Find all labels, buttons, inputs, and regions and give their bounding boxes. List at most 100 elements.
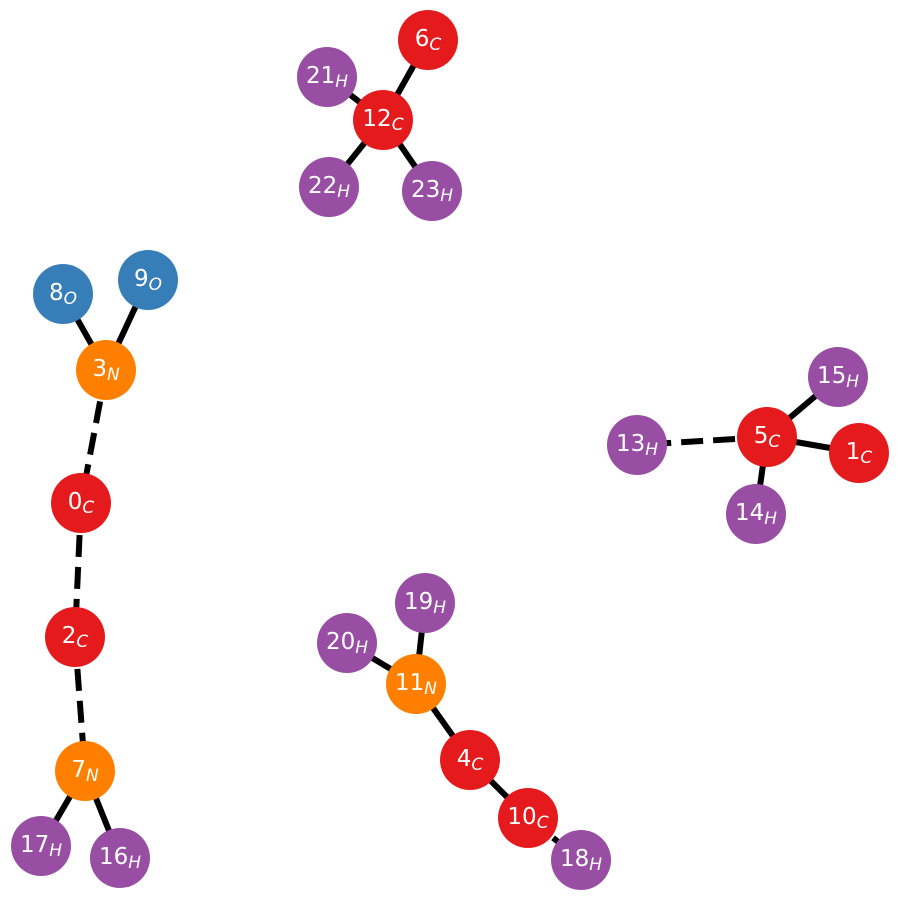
atom-circle-18 — [551, 830, 611, 890]
atom-circle-8 — [33, 264, 93, 324]
atom-label-20: 20H — [326, 629, 368, 658]
atom-node-23: 23H — [402, 161, 462, 221]
atom-number-13: 13 — [616, 431, 645, 457]
atom-circle-4 — [440, 730, 500, 790]
atom-label-2: 2C — [62, 623, 89, 652]
atom-label-13: 13H — [616, 431, 658, 460]
atom-number-20: 20 — [326, 629, 355, 655]
atom-number-19: 19 — [404, 589, 433, 615]
atom-element-12: C — [392, 115, 404, 135]
atom-number-17: 17 — [20, 832, 49, 858]
atom-element-20: H — [355, 638, 368, 658]
atom-element-1: C — [860, 448, 872, 468]
atom-number-1: 1 — [846, 439, 861, 465]
atom-element-23: H — [440, 186, 453, 206]
atom-circle-11 — [386, 654, 446, 714]
atom-element-11: N — [424, 679, 437, 699]
atom-node-15: 15H — [808, 347, 868, 407]
atom-number-4: 4 — [457, 746, 472, 772]
atom-circle-10 — [498, 788, 558, 848]
atom-label-11: 11N — [395, 670, 437, 699]
atom-circle-0 — [51, 473, 111, 533]
atom-label-5: 5C — [754, 423, 781, 452]
atom-element-9: O — [149, 275, 162, 295]
atom-node-13: 13H — [607, 415, 667, 475]
atom-node-20: 20H — [317, 613, 377, 673]
atom-node-4: 4C — [440, 730, 500, 790]
atom-number-2: 2 — [62, 623, 77, 649]
atom-node-17: 17H — [11, 816, 71, 876]
atom-label-14: 14H — [735, 500, 777, 529]
atom-circle-5 — [737, 407, 797, 467]
atoms-layer: 0C1C2C3N4C5C6C7N8O9O10C11N12C13H14H15H16… — [11, 10, 889, 890]
atom-circle-14 — [726, 484, 786, 544]
atom-circle-13 — [607, 415, 667, 475]
atom-element-19: H — [433, 598, 446, 618]
atom-node-8: 8O — [33, 264, 93, 324]
atom-number-8: 8 — [49, 280, 64, 306]
atom-element-13: H — [645, 440, 658, 460]
atom-circle-19 — [395, 573, 455, 633]
atom-number-14: 14 — [735, 500, 764, 526]
atom-node-2: 2C — [45, 607, 105, 667]
atom-number-6: 6 — [415, 26, 430, 52]
atom-label-1: 1C — [846, 439, 873, 468]
atom-number-22: 22 — [308, 173, 337, 199]
atom-node-5: 5C — [737, 407, 797, 467]
atom-element-22: H — [337, 182, 350, 202]
atom-number-0: 0 — [68, 489, 83, 515]
atom-circle-6 — [398, 10, 458, 70]
atom-node-18: 18H — [551, 830, 611, 890]
atom-circle-15 — [808, 347, 868, 407]
atom-element-4: C — [471, 755, 483, 775]
atom-element-17: H — [49, 841, 62, 861]
atom-circle-17 — [11, 816, 71, 876]
atom-label-0: 0C — [68, 489, 95, 518]
atom-circle-22 — [299, 157, 359, 217]
atom-node-19: 19H — [395, 573, 455, 633]
atom-circle-7 — [55, 741, 115, 801]
atom-element-6: C — [429, 35, 441, 55]
atom-circle-20 — [317, 613, 377, 673]
atom-label-10: 10C — [507, 804, 548, 833]
atom-circle-1 — [829, 423, 889, 483]
atom-node-7: 7N — [55, 741, 115, 801]
atom-node-11: 11N — [386, 654, 446, 714]
atom-label-9: 9O — [134, 266, 162, 295]
atom-node-9: 9O — [118, 250, 178, 310]
atom-element-16: H — [128, 853, 141, 873]
atom-number-16: 16 — [99, 844, 128, 870]
atom-element-21: H — [335, 72, 348, 92]
atom-number-21: 21 — [306, 63, 335, 89]
atom-element-14: H — [764, 509, 777, 529]
atom-number-15: 15 — [817, 363, 846, 389]
atom-node-22: 22H — [299, 157, 359, 217]
atom-node-21: 21H — [297, 47, 357, 107]
atom-label-12: 12C — [362, 106, 403, 135]
bonds-layer — [38, 38, 860, 863]
atom-number-3: 3 — [92, 356, 107, 382]
atom-element-7: N — [86, 766, 99, 786]
atom-circle-3 — [76, 340, 136, 400]
atom-node-6: 6C — [398, 10, 458, 70]
atom-label-21: 21H — [306, 63, 348, 92]
atom-label-15: 15H — [817, 363, 859, 392]
atom-circle-23 — [402, 161, 462, 221]
atom-label-18: 18H — [560, 846, 602, 875]
atom-element-10: C — [537, 813, 549, 833]
atom-number-7: 7 — [71, 757, 86, 783]
atom-number-5: 5 — [754, 423, 769, 449]
atom-label-4: 4C — [457, 746, 484, 775]
atom-number-10: 10 — [507, 804, 536, 830]
atom-element-15: H — [846, 372, 859, 392]
atom-element-5: C — [768, 432, 780, 452]
atom-number-23: 23 — [411, 177, 440, 203]
atom-number-11: 11 — [395, 670, 424, 696]
atom-label-19: 19H — [404, 589, 446, 618]
atom-node-1: 1C — [829, 423, 889, 483]
atom-element-8: O — [64, 289, 77, 309]
atom-node-12: 12C — [353, 90, 413, 150]
atom-node-0: 0C — [51, 473, 111, 533]
atom-element-2: C — [76, 632, 88, 652]
